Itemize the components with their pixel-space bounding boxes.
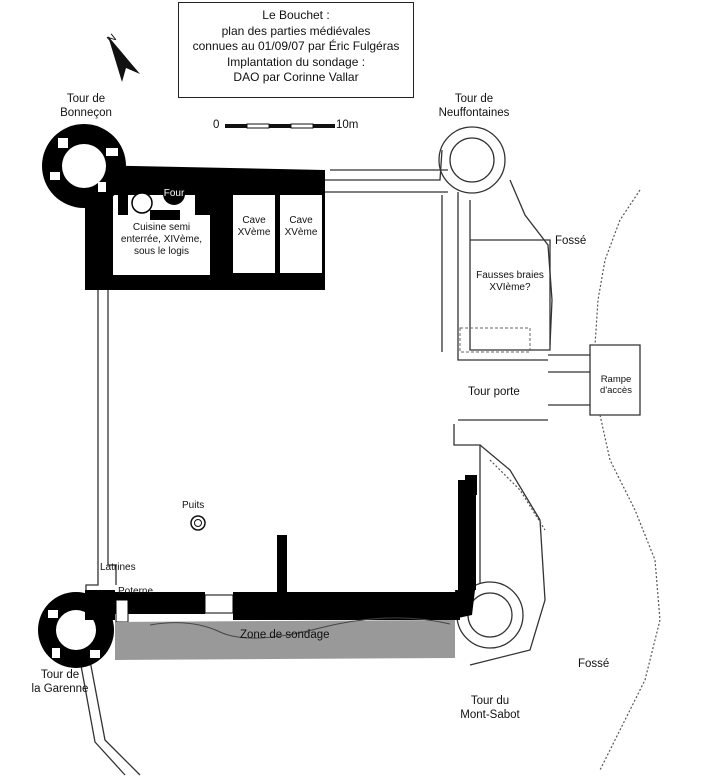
scale-end-label: 10m [336,119,359,131]
north-arrow-icon [108,36,140,82]
scale-start-label: 0 [213,119,220,131]
title-line-2: plan des parties médiévales [221,23,371,38]
zone-sondage [115,620,455,660]
ditch-edge [489,189,661,771]
east-wall-fragment [458,480,476,590]
title-box: Le Bouchet : plan des parties médiévales… [178,2,414,98]
puits-icon [190,515,206,531]
sondage-edge-line [149,617,451,639]
puits-label: Puits [182,500,205,511]
title-line-5: DAO par Corinne Vallar [233,70,359,84]
tower-bonnecon [42,124,126,208]
zone-sondage-label: Zone de sondage [240,629,330,641]
poterne-label: Poterne [118,586,154,597]
fosse-top-label: Fossé [555,235,587,247]
east-wall-fragment-2 [465,475,477,495]
logis-block [85,165,325,290]
south-wall [115,592,460,623]
title-line-3: connues au 01/09/07 par Éric Fulgéras [192,39,400,53]
interior-wall-fragment [277,535,287,593]
four-label: Four [163,188,185,199]
tower-mont-sabot [455,581,524,649]
dashed-outline [459,327,531,353]
scale-bar [225,123,335,129]
rampe-label: Rampe d'accès [600,374,632,396]
tower-neuffontaines [438,126,506,194]
tower-garenne [38,590,115,668]
curtain-wall [79,149,641,776]
title-line-4: Implantation du sondage : [226,54,366,69]
fosse-bottom-label: Fossé [578,658,610,670]
tour-porte-label: Tour porte [468,386,520,398]
title-line-1: Le Bouchet : [262,8,330,22]
latrines-label: Latrines [100,562,136,573]
